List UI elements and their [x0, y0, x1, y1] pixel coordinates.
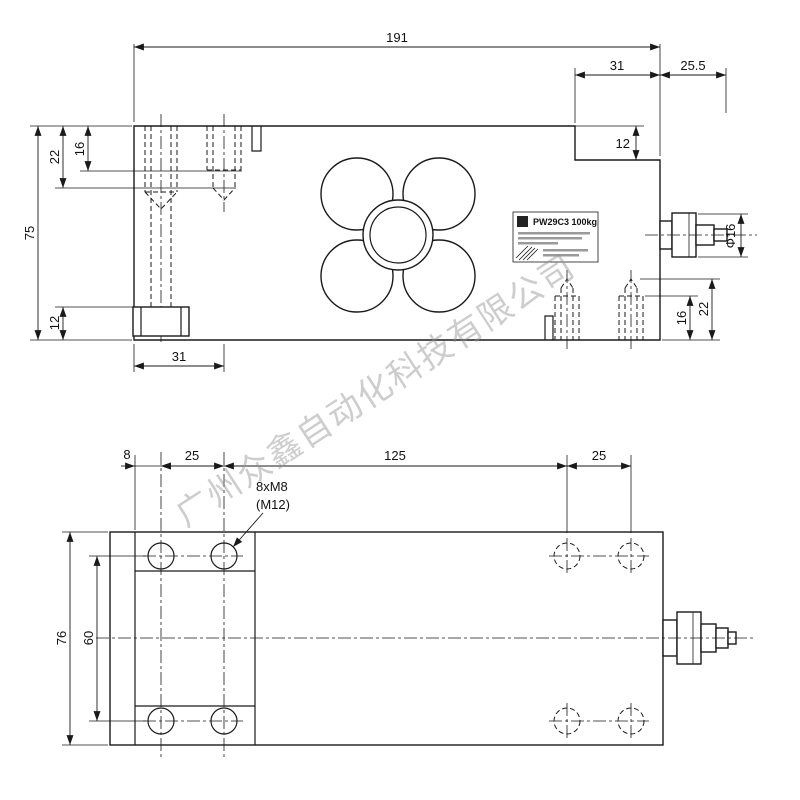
right-hidden-hole-b — [618, 270, 644, 350]
hole-callout: 8xM8 (M12) — [232, 479, 290, 548]
hidden-holes-right — [549, 538, 649, 739]
dim-text-12-step: 12 — [616, 136, 630, 151]
dim-text-31-top: 31 — [610, 58, 624, 73]
top-view: PW29C3 100kg 191 31 — [22, 30, 757, 372]
dim-overall-length: 191 — [133, 30, 661, 156]
dim-text-25-5: 25.5 — [680, 58, 705, 73]
callout-text-8xM8: 8xM8 — [256, 479, 288, 494]
right-hidden-hole-a — [554, 270, 580, 350]
left-hole-2 — [206, 114, 242, 212]
dim-text-12-left: 12 — [47, 316, 62, 330]
bottom-slot — [544, 315, 554, 340]
dim-right-22: 22 — [640, 278, 720, 340]
product-label: PW29C3 100kg — [512, 211, 599, 263]
dim-text-phi16: Φ16 — [723, 224, 738, 249]
dim-text-25-left: 25 — [185, 448, 199, 463]
dim-text-16-right: 16 — [674, 311, 689, 325]
left-hole-1-with-bolt — [132, 114, 190, 342]
dim-depth-22-left: 22 — [47, 126, 236, 189]
dim-text-31-bottom: 31 — [172, 349, 186, 364]
label-title: PW29C3 100kg — [533, 217, 597, 227]
plan-outline — [109, 531, 664, 746]
label-hatch — [515, 245, 539, 261]
dim-text-60: 60 — [81, 631, 96, 645]
center-hole-outer — [362, 199, 434, 271]
cable-connector-side — [645, 212, 757, 258]
dim-right-16: 16 — [645, 295, 720, 341]
center-hole-inner — [369, 206, 427, 264]
dim-step-width: 31 — [574, 58, 660, 123]
bottom-view: 8 25 125 25 8xM8 (M12) 76 60 — [54, 447, 755, 758]
dim-depth-16-left: 16 — [72, 126, 242, 172]
dim-head-height-12: 12 — [47, 306, 133, 340]
dim-step-depth: 12 — [575, 125, 644, 160]
bolt-head — [132, 306, 190, 337]
dim-chain-top: 8 25 125 25 — [121, 447, 632, 533]
dim-connector-length: 25.5 — [660, 58, 727, 113]
dim-text-125: 125 — [384, 448, 406, 463]
callout-text-M12: (M12) — [256, 497, 290, 512]
flexure-clover-cutout — [320, 157, 476, 313]
dim-text-16-left: 16 — [72, 142, 87, 156]
dim-text-191: 191 — [386, 30, 408, 45]
dim-height-75: 75 — [22, 125, 132, 341]
dim-pitch-60: 60 — [81, 555, 146, 722]
dim-text-8: 8 — [123, 447, 130, 462]
dim-connector-diameter: Φ16 — [698, 213, 748, 258]
label-logo — [517, 216, 528, 227]
dim-hole-offset-31: 31 — [133, 344, 225, 372]
top-slot — [251, 126, 262, 152]
dim-text-22-right: 22 — [696, 302, 711, 316]
mounting-holes-left — [143, 452, 243, 758]
dim-text-25-right: 25 — [592, 448, 606, 463]
dim-text-22-left: 22 — [47, 150, 62, 164]
dim-text-75: 75 — [22, 226, 37, 240]
dim-width-76: 76 — [54, 531, 108, 746]
dim-text-76: 76 — [54, 631, 69, 645]
